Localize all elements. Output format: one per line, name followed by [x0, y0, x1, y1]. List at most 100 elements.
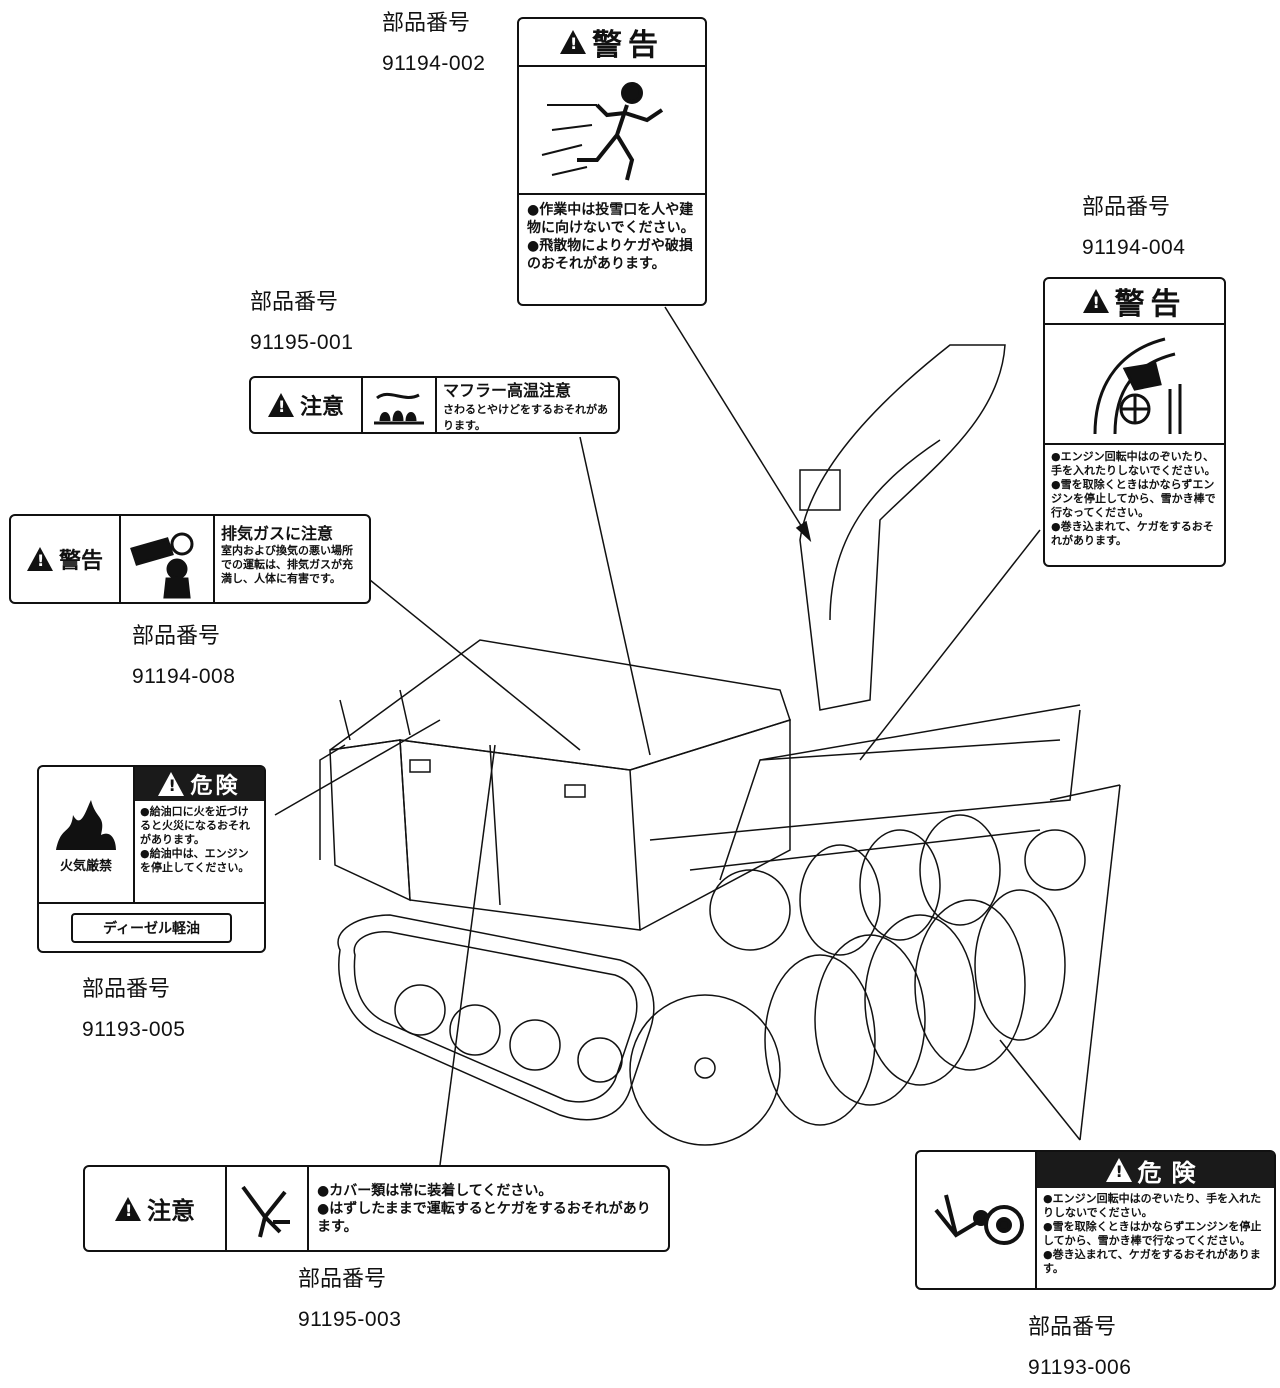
crawler-track [337, 914, 655, 1121]
sticker-header-text: 注意 [147, 1197, 195, 1225]
leader-line-91194-004 [859, 529, 1041, 761]
sticker-text-block: ●給油口に火を近づけると火災になるおそれがあります。 ●給油中は、エンジンを停止… [135, 801, 264, 879]
sticker-text-block: ●エンジン回転中はのぞいたり、手を入れたりしないでください。 ●雪を取除くときは… [1037, 1188, 1274, 1280]
part-caption: 部品番号 [82, 977, 171, 1002]
engine-cover-side [399, 739, 641, 931]
sticker-header-text: 警告 [592, 28, 664, 63]
sticker-text-block: ●カバー類は常に装着してください。 ●はずしたままで運転するとケガをするおそれが… [309, 1167, 668, 1250]
part-caption: 部品番号 [132, 624, 221, 649]
sticker-title: 排気ガスに注意 [221, 524, 334, 543]
sticker-title: マフラー高温注意 [443, 381, 572, 400]
sticker-text-block: 排気ガスに注意 室内および換気の悪い場所での運転は、排気ガスが充満し、人体に有害… [215, 516, 369, 602]
sticker-header-text: 警告 [58, 549, 103, 574]
flying-debris-pictogram [519, 67, 705, 195]
sticker-91195-001: 注意 マフラー高温注意 さわるとやけどをするおそれがあります。 [249, 376, 620, 434]
auger-side-plate [629, 994, 781, 1146]
sticker-text-line: ●巻き込まれて、ケガをするおそれがあります。 [1043, 1248, 1261, 1275]
sticker-text-line: ●雪を取除くときはかならずエンジンを停止してから、雪かき棒で行なってください。 [1051, 478, 1216, 519]
sticker-text-line: ●飛散物によりケガや破損のおそれがあります。 [527, 238, 693, 272]
sticker-text-line: ●雪を取除くときはかならずエンジンを停止してから、雪かき棒で行なってください。 [1043, 1220, 1262, 1247]
danger-triangle-icon [1105, 1158, 1133, 1182]
part-caption: 部品番号 [382, 11, 471, 36]
leader-line-91194-002 [664, 306, 811, 541]
leader-line-91193-005 [274, 719, 441, 816]
exhaust-gas-icon [130, 532, 194, 599]
hot-surface-pictogram [363, 378, 437, 432]
sticker-text-line: ●作業中は投雪口を人や建物に向けないでください。 [527, 202, 695, 236]
cover-pictogram [227, 1167, 309, 1250]
danger-triangle-icon [158, 772, 185, 796]
sticker-text-line: ●給油口に火を近づけると火災になるおそれがあります。 [140, 805, 250, 846]
part-caption: 部品番号 [250, 290, 339, 315]
sticker-text-block: マフラー高温注意 さわるとやけどをするおそれがあります。 [437, 378, 618, 432]
sticker-91193-006: 危険 ●エンジン回転中はのぞいたり、手を入れたりしないでください。 ●雪を取除く… [915, 1150, 1276, 1290]
hand-in-chute-pictogram [1045, 325, 1224, 445]
engine-cover-top [329, 639, 791, 771]
part-number: 91194-002 [382, 52, 486, 75]
sticker-header-text: 危険 [1137, 1158, 1206, 1187]
sticker-91194-008: 警告 排気ガスに注意 室内および換気の悪い場所での運転は、排気ガスが充満し、人体… [9, 514, 371, 604]
sticker-text-line: さわるとやけどをするおそれがあります。 [443, 403, 608, 432]
part-label-91194-008: 部品番号 91194-008 [132, 617, 235, 697]
fire-pictogram: 火気厳禁 [39, 767, 135, 902]
part-label-91195-003: 部品番号 91195-003 [298, 1260, 401, 1340]
hand-entanglement-icon [1093, 337, 1181, 435]
leader-line-91195-001 [579, 436, 651, 756]
part-label-91193-005: 部品番号 91193-005 [82, 970, 185, 1050]
part-number: 91195-003 [298, 1308, 402, 1331]
hot-surface-icon [374, 392, 424, 425]
leader-line-91194-008 [369, 579, 581, 751]
warning-triangle-icon [1082, 289, 1109, 313]
sticker-text-line: ●エンジン回転中はのぞいたり、手を入れたりしないでください。 [1043, 1192, 1262, 1219]
sticker-text-line: ●カバー類は常に装着してください。 [317, 1182, 553, 1199]
sticker-91195-003: 注意 ●カバー類は常に装着してください。 ●はずしたままで運転するとケガをするお… [83, 1165, 670, 1252]
sticker-header: 警告 [11, 516, 121, 602]
sticker-text-line: ●巻き込まれて、ケガをするおそれがあります。 [1051, 520, 1214, 547]
warning-triangle-icon [560, 30, 586, 54]
part-number: 91194-004 [1082, 236, 1186, 259]
part-caption: 部品番号 [298, 1267, 387, 1292]
road-wheel-1 [394, 984, 446, 1036]
sticker-footer: ディーゼル軽油 [70, 913, 233, 943]
part-number: 91193-006 [1028, 1356, 1132, 1379]
leader-line-91195-003 [439, 744, 496, 1166]
sticker-header-text: 注意 [299, 395, 344, 420]
leader-line-91193-006b [999, 1039, 1081, 1141]
part-label-91194-002: 部品番号 91194-002 [382, 4, 485, 84]
discharge-chute [799, 344, 1006, 711]
sticker-header-text: 危険 [190, 774, 241, 799]
sticker-header: 警告 [519, 19, 705, 67]
part-label-91194-004: 部品番号 91194-004 [1082, 188, 1185, 268]
sticker-header: 警告 [1045, 279, 1224, 325]
sticker-text-block: ●エンジン回転中はのぞいたり、手を入れたりしないでください。 ●雪を取除くときは… [1045, 445, 1224, 553]
running-person-icon [541, 82, 664, 181]
sticker-header: 危険 [135, 767, 264, 801]
sticker-icon-label: 火気厳禁 [59, 859, 112, 874]
sticker-header-text: 警告 [1114, 287, 1187, 322]
exhaust-gas-pictogram [121, 516, 215, 602]
sticker-header: 注意 [251, 378, 363, 432]
sticker-header: 注意 [85, 1167, 227, 1250]
road-wheel-4 [577, 1037, 623, 1083]
part-caption: 部品番号 [1082, 195, 1171, 220]
warning-triangle-icon [115, 1196, 141, 1221]
sticker-text-line: ●エンジン回転中はのぞいたり、手を入れたりしないでください。 [1051, 450, 1216, 477]
sticker-text-line: ●給油中は、エンジンを停止してください。 [140, 847, 250, 874]
warning-triangle-icon [26, 547, 53, 571]
sticker-text-line: ●はずしたままで運転するとケガをするおそれがあります。 [317, 1200, 651, 1235]
sticker-91194-004: 警告 ●エンジン回転中はのぞいたり、手を入れたりしないでください。 ●雪を取除く… [1043, 277, 1226, 567]
hand-cut-icon [241, 1185, 290, 1237]
leader-line-91193-006a [1079, 784, 1121, 1141]
part-label-91195-001: 部品番号 91195-001 [250, 283, 353, 363]
auger-spirals [764, 814, 1066, 1126]
sticker-91193-005: 火気厳禁 危険 ●給油口に火を近づけると火災になるおそれがあります。 ●給油中は… [37, 765, 266, 953]
part-number: 91195-001 [250, 331, 354, 354]
sticker-header: 危険 [1037, 1152, 1274, 1188]
part-number: 91193-005 [82, 1018, 186, 1041]
auger-pictogram [917, 1152, 1037, 1288]
sticker-91194-002: 警告 ●作業中は投雪口を人や建物に向けないでください。 ●飛散物によりケガや破損… [517, 17, 707, 306]
part-label-91193-006: 部品番号 91193-006 [1028, 1308, 1131, 1388]
flame-icon [56, 800, 116, 850]
road-wheel-3 [509, 1019, 561, 1071]
part-number: 91194-008 [132, 665, 236, 688]
